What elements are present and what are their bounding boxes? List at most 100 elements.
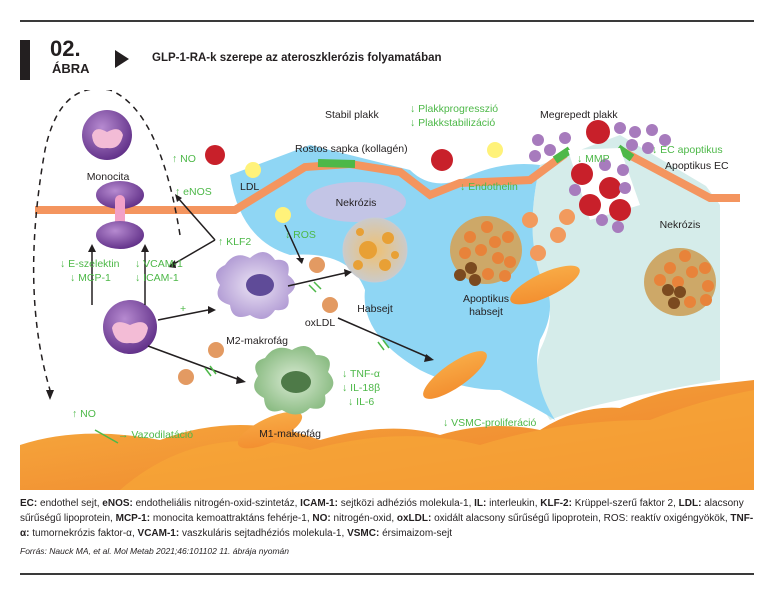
plaque-lumen — [230, 145, 555, 420]
platelet — [659, 134, 671, 146]
effect-plus: + — [180, 303, 186, 315]
legend-definition: tumornekrózis faktor-α, — [29, 528, 138, 539]
figure-title: GLP-1-RA-k szerepe az ateroszklerózis fo… — [152, 52, 442, 64]
platelet — [596, 214, 608, 226]
oxldl — [530, 245, 546, 261]
effect-il6: ↓ IL-6 — [348, 396, 374, 408]
legend-definition: interleukin, — [486, 498, 541, 509]
platelet — [559, 132, 571, 144]
play-triangle-icon — [115, 50, 129, 68]
platelet — [646, 124, 658, 136]
fibrous-cap-left — [552, 146, 573, 164]
effect-il18: ↓ IL-18β — [342, 382, 380, 394]
effect-mcp1: ↓ MCP-1 — [70, 272, 111, 284]
fibrous-cap — [317, 159, 356, 168]
label-monocita: Monocita — [87, 171, 130, 183]
legend-abbr: IL: — [474, 498, 487, 509]
legend-definition: vaszkuláris sejtadhéziós molekula-1, — [179, 528, 348, 539]
bottom-rule — [20, 573, 754, 575]
rbc — [205, 145, 225, 165]
endothelium-right — [618, 146, 740, 202]
platelet — [619, 182, 631, 194]
legend-abbr: VCAM-1: — [137, 528, 180, 539]
effect-no-up: ↑ NO — [172, 153, 196, 165]
effect-mmp: ↓ MMP — [577, 153, 610, 165]
platelet — [544, 144, 556, 156]
legend-definition: ROS: reaktív oxigéngyökök, — [603, 513, 731, 524]
label-m2-makrofag: M2-makrofág — [226, 335, 288, 347]
platelet — [617, 164, 629, 176]
atherosclerosis-diagram: Monocita LDL Stabil plakk Rostos sapka (… — [20, 88, 754, 490]
vsmc-cell — [423, 351, 487, 399]
endothelium — [35, 150, 568, 214]
platelet — [529, 150, 541, 162]
legend-definition: oxidált alacsony sűrűségű lipoprotein, — [431, 513, 604, 524]
apoptotic-foam-cell-2 — [644, 248, 716, 316]
legend-abbr: EC: — [20, 498, 38, 509]
figure-header: 02. ÁBRA GLP-1-RA-k szerepe az ateroszkl… — [20, 38, 740, 80]
oxldl — [208, 342, 224, 358]
legend-definition: nitrogén-oxid, — [330, 513, 397, 524]
label-nekrozis-2: Nekrózis — [660, 219, 701, 231]
oxldl — [178, 369, 194, 385]
legend-abbr: oxLDL: — [396, 513, 432, 524]
effect-no-up-bottom: ↑ NO — [72, 408, 96, 420]
monocyte-crossing-bottom — [96, 221, 144, 249]
necrosis-core — [306, 182, 406, 222]
platelet — [626, 139, 638, 151]
label-stabil-plakk: Stabil plakk — [325, 109, 379, 121]
effect-tnf: ↓ TNF-α — [342, 368, 380, 380]
legend-definition: érsimaizom-sejt — [379, 528, 453, 539]
effect-endothelin: ↓ Endothelin — [460, 181, 518, 193]
label-apoptikus-habsejt-1: Apoptikus — [463, 293, 509, 305]
label-megrepedt-plakk: Megrepedt plakk — [540, 109, 618, 121]
label-rostos-sapka: Rostos sapka (kollagén) — [295, 143, 408, 155]
rbc — [571, 163, 593, 185]
arrows — [91, 197, 431, 444]
red-blood-cells — [205, 120, 631, 221]
oxldl-particles — [178, 257, 338, 385]
label-nekrozis: Nekrózis — [336, 197, 377, 209]
ldl-particle — [487, 142, 503, 158]
legend-definition: sejtközi adhéziós molekula-1, — [337, 498, 475, 509]
label-apoptikus-habsejt-2: habsejt — [469, 306, 503, 318]
platelets — [529, 122, 671, 233]
effect-plakkprogresszio: ↓ Plakkprogresszió — [410, 103, 498, 115]
legend-abbr: KLF-2: — [540, 498, 572, 509]
header-bar — [20, 40, 30, 80]
effect-klf2-up: ↑ KLF2 — [218, 236, 251, 248]
effect-icam1: ↓ ICAM-1 — [135, 272, 179, 284]
effect-plakkstabilizacio: ↓ Plakkstabilizáció — [410, 117, 495, 129]
oxldl — [522, 212, 538, 228]
rbc — [586, 120, 610, 144]
legend-definition: Krüppel-szerű faktor 2, — [571, 498, 679, 509]
rbc — [579, 194, 601, 216]
legend-abbr: LDL: — [678, 498, 702, 509]
platelet — [642, 142, 654, 154]
figure-word: ÁBRA — [52, 61, 90, 76]
effect-ec-apoptikus: ↓ EC apoptikus — [652, 144, 723, 156]
effect-ros: ↓ ROS — [285, 229, 316, 241]
legend-abbr: eNOS: — [102, 498, 133, 509]
platelet — [532, 134, 544, 146]
rbc — [431, 149, 453, 171]
rbc — [609, 199, 631, 221]
legend-definition: alacsony sűrűségű lipoprotein, — [20, 498, 744, 524]
vsmc-cell — [510, 265, 580, 305]
oxldl — [559, 209, 575, 225]
label-m1-makrofag: M1-makrofág — [259, 428, 321, 440]
legend-abbr: VSMC: — [347, 528, 380, 539]
effect-vazodilatacio: → Vazodilatáció — [118, 429, 193, 441]
effect-vcam1: ↓ VCAM-1 — [135, 258, 183, 270]
platelet — [614, 122, 626, 134]
inhibition-marks — [204, 281, 390, 377]
platelet — [599, 159, 611, 171]
vsmc-cell — [237, 411, 303, 449]
oxldl — [550, 227, 566, 243]
oxldl — [309, 257, 325, 273]
ldl-particle — [275, 207, 291, 223]
platelet — [612, 221, 624, 233]
legend-definition: endothel sejt, — [37, 498, 103, 509]
oxldl — [322, 297, 338, 313]
legend-abbr: ICAM-1: — [300, 498, 338, 509]
